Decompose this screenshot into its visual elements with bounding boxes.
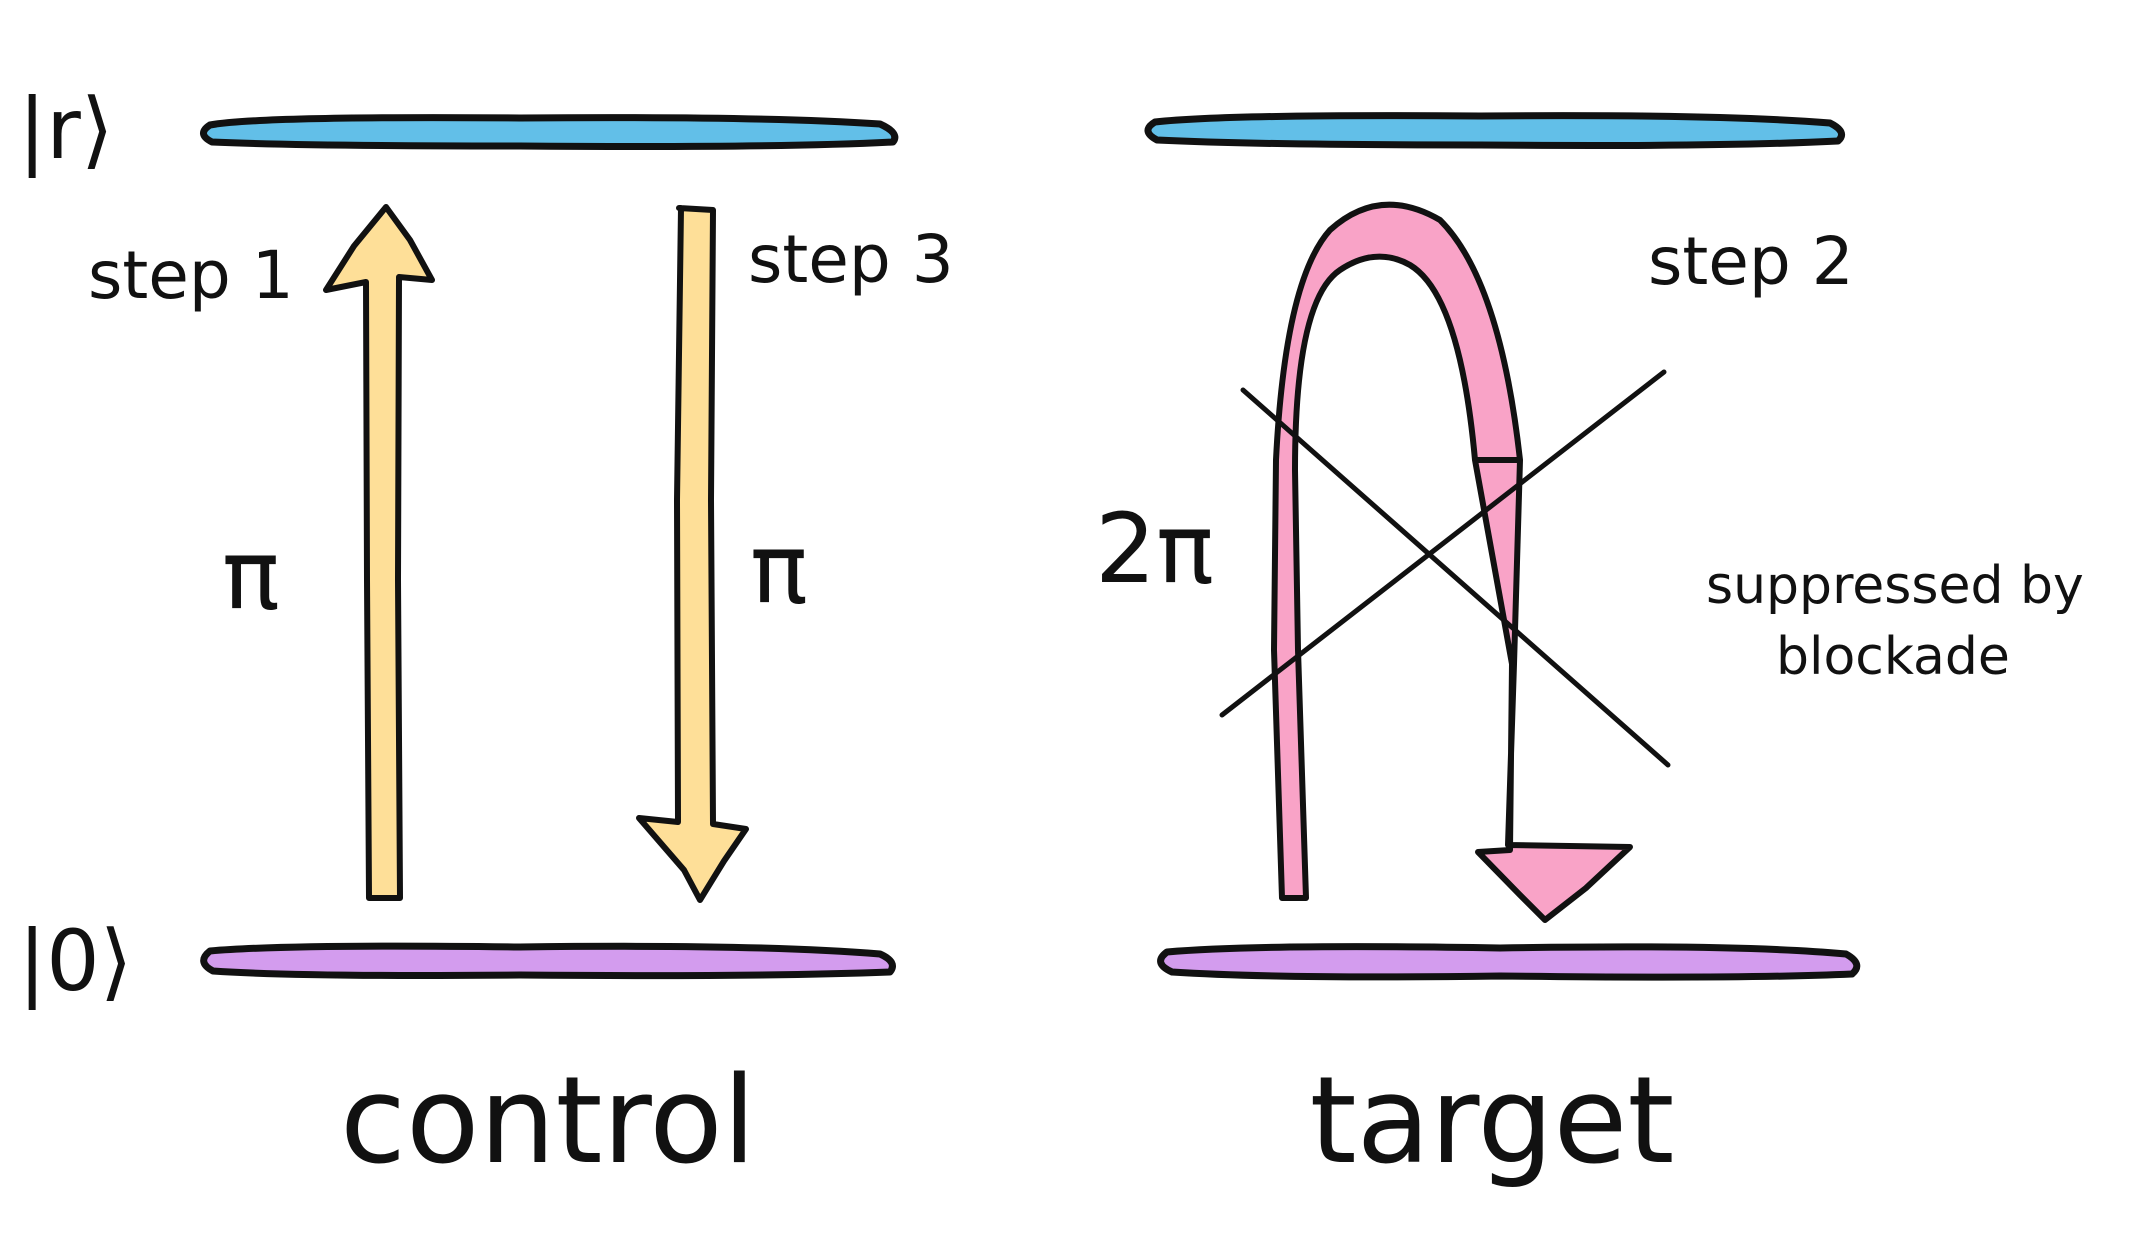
blockade-note-line-1: suppressed by	[1706, 556, 2084, 616]
step2-loop-arrow	[1271, 201, 1633, 923]
target-rydberg-level	[1144, 112, 1846, 149]
step1-angle-label: π	[222, 519, 280, 631]
blockade-note-line-2: blockade	[1776, 627, 2010, 687]
step2-angle-label: 2π	[1095, 493, 1214, 605]
ground-state-label: |0⟩	[18, 912, 133, 1010]
control-rydberg-level	[200, 114, 899, 150]
step1-up-arrow	[323, 204, 435, 901]
target-atom-label: target	[1310, 1052, 1675, 1191]
blockade-cross-line-2	[1219, 369, 1667, 718]
step3-angle-label: π	[750, 513, 808, 625]
target-ground-level	[1157, 943, 1861, 981]
blockade-cross-line-1	[1240, 387, 1671, 768]
control-ground-level	[200, 942, 896, 980]
control-atom-label: control	[340, 1052, 756, 1191]
step2-label: step 2	[1648, 223, 1854, 300]
step3-label: step 3	[748, 221, 954, 298]
step3-down-arrow	[636, 205, 749, 903]
rydberg-state-label: |r⟩	[18, 80, 114, 178]
step1-label: step 1	[88, 237, 294, 314]
